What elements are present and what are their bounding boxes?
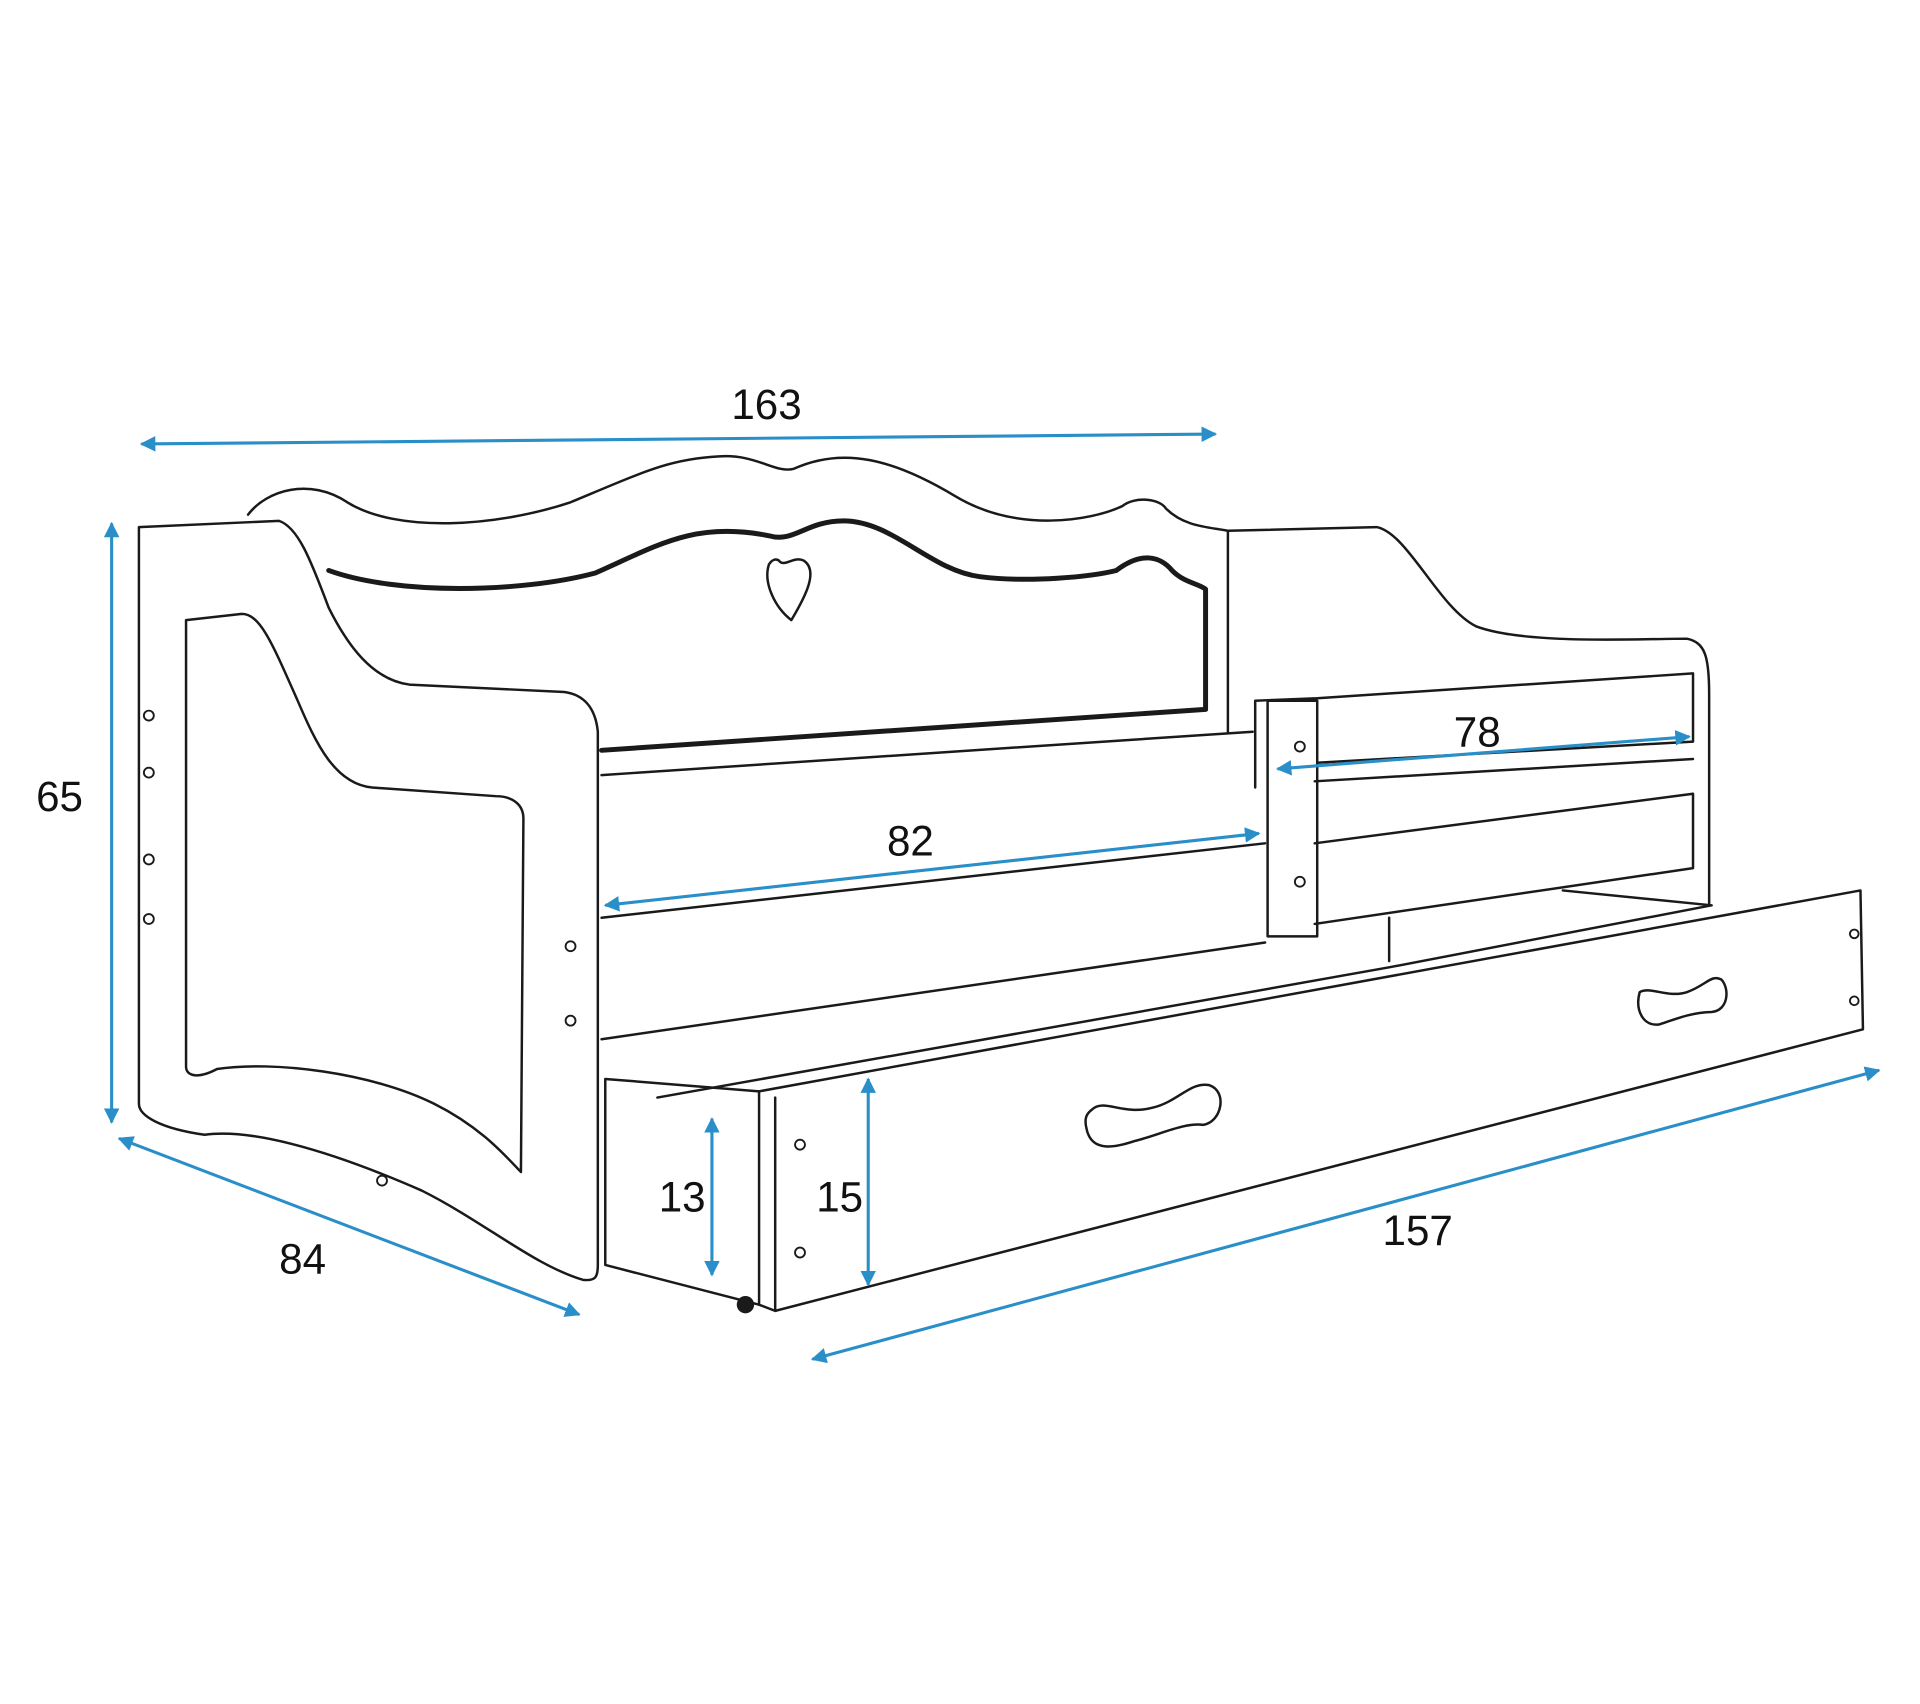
- dim-line-82: [603, 827, 1261, 912]
- label-height: 65: [36, 773, 83, 820]
- left-side-panel: [137, 519, 600, 1282]
- heart-icon: [766, 558, 812, 622]
- drawer: [604, 889, 1865, 1314]
- dim-line-78: [1275, 730, 1691, 776]
- drawer-handle-icon: [1637, 976, 1728, 1026]
- label-drawer-length: 157: [1383, 1207, 1453, 1254]
- dim-line-163: [139, 426, 1218, 452]
- label-depth: 84: [279, 1236, 326, 1283]
- label-drawer-inner-height: 13: [659, 1174, 706, 1221]
- label-rail-length: 78: [1454, 709, 1501, 756]
- dim-line-84: [117, 1136, 581, 1317]
- bed-frame: [600, 730, 1695, 1041]
- drawer-handle-icon: [1084, 1083, 1222, 1148]
- backrest: [246, 455, 1711, 907]
- wheel-icon: [736, 1295, 755, 1314]
- screws-left: [142, 709, 577, 1027]
- label-overall-length: 163: [731, 381, 801, 428]
- label-drawer-front-height: 15: [816, 1174, 863, 1221]
- dim-line-157: [810, 1066, 1881, 1364]
- dimension-lines: [103, 426, 1881, 1364]
- label-mattress-length: 82: [887, 818, 934, 865]
